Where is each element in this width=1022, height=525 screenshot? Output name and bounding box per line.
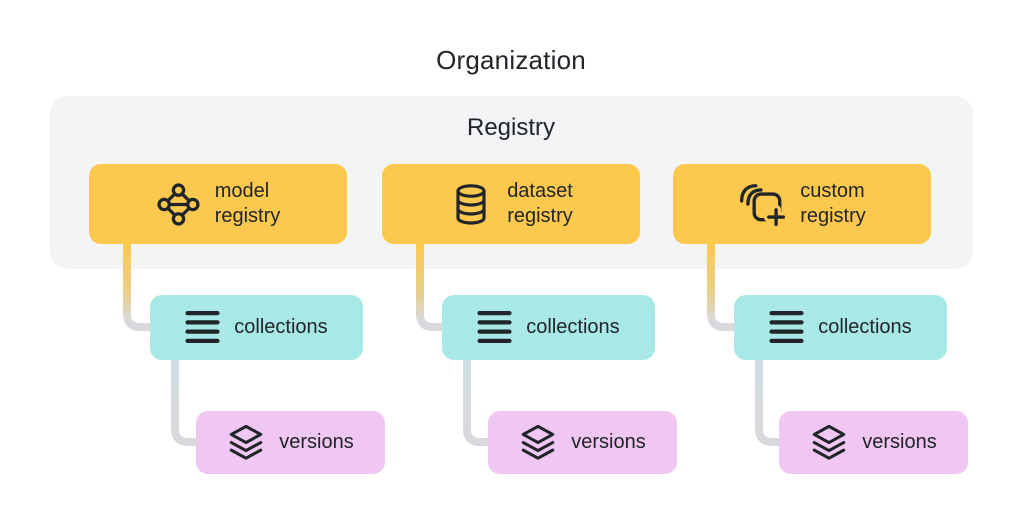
custom-registry-icon <box>740 184 787 227</box>
box-label: versions <box>862 431 937 453</box>
box-label-line: registry <box>214 205 281 227</box>
versions-stack-icon <box>230 424 263 460</box>
collections-box: collections <box>442 295 655 360</box>
box-label-line: registry <box>800 205 866 227</box>
box-label: dataset registry <box>507 179 573 229</box>
box-label-line: dataset <box>507 180 573 202</box>
collections-list-icon <box>769 310 804 344</box>
organization-title: Organization <box>436 45 586 75</box>
connector-collections-versions <box>463 360 488 446</box>
box-label: custom registry <box>800 179 866 229</box>
versions-box: versions <box>488 411 677 474</box>
model-registry-icon <box>157 182 200 226</box>
versions-stack-icon <box>522 424 555 460</box>
collections-box: collections <box>734 295 947 360</box>
box-label: versions <box>279 431 354 453</box>
collections-list-icon <box>477 310 512 344</box>
registry-panel-label: Registry <box>466 114 556 141</box>
box-label: collections <box>234 316 328 338</box>
versions-box: versions <box>196 411 385 474</box>
box-label-line: model <box>214 180 270 202</box>
dataset-registry-icon <box>456 183 486 225</box>
collections-list-icon <box>185 310 220 344</box>
box-label: model registry <box>215 179 281 229</box>
box-label: collections <box>818 316 912 338</box>
box-label-line: registry <box>507 205 573 227</box>
connector-collections-versions <box>755 360 779 446</box>
versions-stack-icon <box>813 424 846 460</box>
box-label: versions <box>571 431 646 453</box>
box-label-line: custom <box>800 180 865 202</box>
connector-collections-versions <box>171 360 196 446</box>
model-registry-box: model registry <box>89 164 347 244</box>
versions-box: versions <box>779 411 968 474</box>
box-label: collections <box>526 316 620 338</box>
collections-box: collections <box>150 295 363 360</box>
custom-registry-box: custom registry <box>673 164 931 244</box>
dataset-registry-box: dataset registry <box>382 164 640 244</box>
